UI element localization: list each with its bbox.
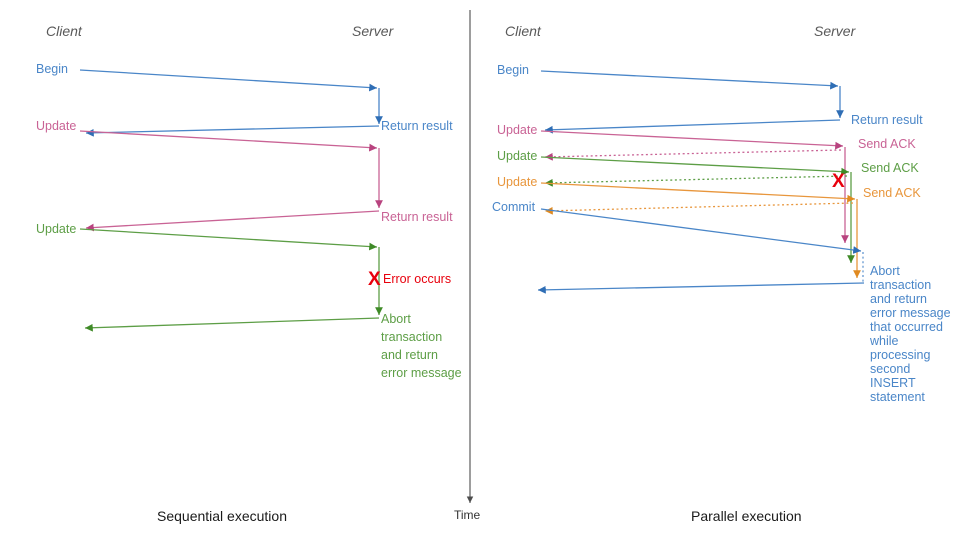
right-label-begin: Begin xyxy=(497,63,529,77)
left-label-error-occurs: Error occurs xyxy=(383,272,452,286)
arrow-right-send-ack-3 xyxy=(544,202,854,215)
arrow-right-update-3 xyxy=(540,182,856,203)
right-abort-line-9: INSERT xyxy=(870,376,916,390)
left-caption: Sequential execution xyxy=(157,508,287,524)
arrow-left-return-result-2 xyxy=(85,210,380,232)
right-panel-arrows xyxy=(537,70,865,294)
right-label-return-result: Return result xyxy=(851,113,923,127)
left-abort-line-2: transaction xyxy=(381,330,443,344)
arrow-right-send-ack-1 xyxy=(544,149,842,161)
right-abort-line-10: statement xyxy=(870,390,925,404)
left-abort-line-1: Abort xyxy=(381,312,411,326)
right-abort-line-6: while xyxy=(870,334,899,348)
arrow-right-update-1 xyxy=(540,130,844,150)
left-label-begin: Begin xyxy=(36,62,68,76)
right-abort-line-1: Abort xyxy=(870,264,900,278)
arrow-right-begin xyxy=(540,70,839,90)
left-header-server: Server xyxy=(352,23,394,39)
right-abort-line-3: and return xyxy=(870,292,927,306)
arrow-right-send-ack-2 xyxy=(544,175,848,187)
right-header-client: Client xyxy=(505,23,541,39)
right-abort-line-5: that occurred xyxy=(870,320,943,334)
right-error-x-icon: X xyxy=(832,171,845,192)
right-label-update-1: Update xyxy=(497,123,538,137)
arrow-right-update-2 xyxy=(540,156,850,176)
right-abort-line-2: transaction xyxy=(870,278,932,292)
left-label-return-result-2: Return result xyxy=(381,210,453,224)
right-header-server: Server xyxy=(814,23,856,39)
left-error-x-icon: X xyxy=(368,269,381,290)
left-abort-line-4: error message xyxy=(381,366,462,380)
left-abort-line-3: and return xyxy=(381,348,438,362)
arrow-left-begin xyxy=(79,69,378,92)
arrow-left-return-result-1 xyxy=(85,125,380,137)
right-label-update-3: Update xyxy=(497,175,538,189)
arrow-left-abort-return xyxy=(84,317,380,332)
right-caption: Parallel execution xyxy=(691,508,802,524)
arrow-right-abort-return xyxy=(537,282,865,294)
left-label-update-1: Update xyxy=(36,119,77,133)
right-label-send-ack-2: Send ACK xyxy=(861,161,919,175)
arrow-right-return-result xyxy=(544,119,841,134)
arrow-right-commit xyxy=(540,208,862,254)
left-header-client: Client xyxy=(46,23,82,39)
right-label-commit: Commit xyxy=(492,200,536,214)
left-panel-arrows xyxy=(79,69,383,332)
right-abort-line-8: second xyxy=(870,362,911,376)
right-label-send-ack-1: Send ACK xyxy=(858,137,916,151)
arrow-left-update-1 xyxy=(79,130,378,152)
left-label-return-result-1: Return result xyxy=(381,119,453,133)
time-axis-label: Time xyxy=(454,508,481,522)
left-label-update-2: Update xyxy=(36,222,77,236)
arrow-left-update-2 xyxy=(79,228,378,251)
right-label-send-ack-3: Send ACK xyxy=(863,186,921,200)
right-label-update-2: Update xyxy=(497,149,538,163)
right-abort-line-4: error message xyxy=(870,306,951,320)
right-abort-line-7: processing xyxy=(870,348,931,362)
